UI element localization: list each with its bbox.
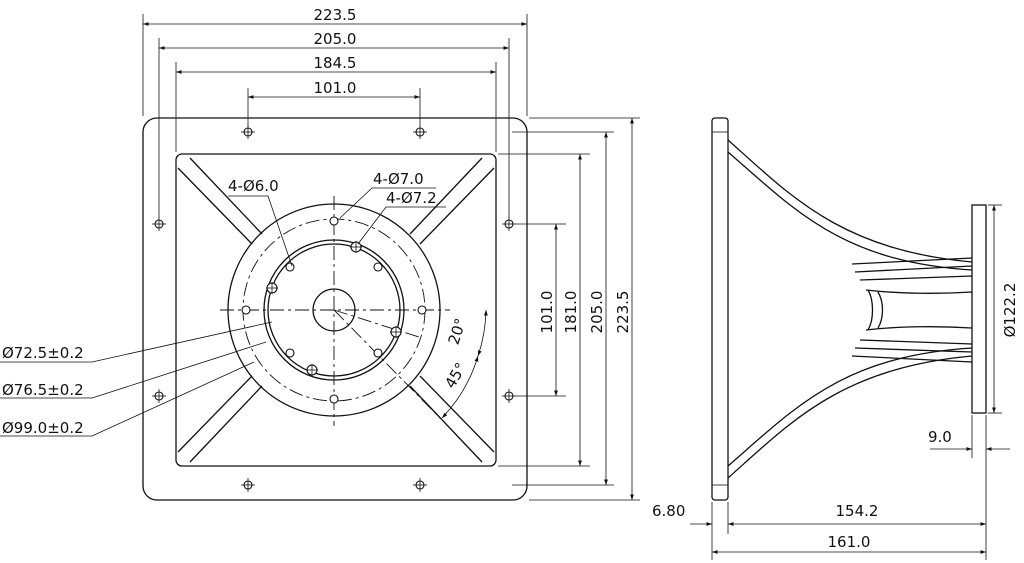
- plate-thickness-lines: [690, 502, 729, 560]
- flange-thickness-lines: [930, 415, 1010, 458]
- plate-thickness-label: 6.80: [652, 502, 685, 520]
- outer-plate: [142, 117, 528, 501]
- flange-thickness-label: 9.0: [928, 428, 952, 446]
- right-dim-3: 205.0: [588, 291, 606, 334]
- right-dim-4: 223.5: [614, 291, 632, 334]
- horn-flare: [727, 139, 973, 479]
- inner-recess: [175, 153, 497, 467]
- flange-dim-lines: [988, 204, 1002, 414]
- flange-holes: [241, 216, 427, 404]
- angle-arc-20: [477, 309, 488, 357]
- angle-arc-45: [441, 355, 479, 419]
- angle-label-20: 20°: [445, 316, 470, 347]
- top-dim-1: 223.5: [314, 6, 357, 24]
- circle-callout-990: Ø99.0±0.2: [2, 419, 84, 437]
- circle-callout-leaders: [0, 321, 273, 437]
- hole-callout-72: 4-Ø7.2: [386, 189, 437, 207]
- diagonal-ribs: [177, 157, 495, 463]
- hole-callout-leaders: [228, 187, 446, 267]
- circle-callout-765: Ø76.5±0.2: [2, 381, 84, 399]
- hole-callout-6: 4-Ø6.0: [228, 177, 279, 195]
- body-length-label: 154.2: [836, 502, 879, 520]
- right-dim-2: 181.0: [562, 291, 580, 334]
- rear-flange: [971, 204, 987, 414]
- front-view: 223.5 205.0 184.5 101.0 101.0 181.0 205.…: [0, 6, 640, 501]
- top-dim-2: 205.0: [314, 30, 357, 48]
- side-view: Ø122.2 9.0 6.80 154.2 161.0: [652, 117, 1019, 560]
- flange-diameter-label: Ø122.2: [1001, 283, 1019, 338]
- angle-label-45: 45°: [441, 359, 470, 391]
- total-length-label: 161.0: [828, 533, 871, 551]
- plate-holes: [152, 125, 516, 492]
- horn-ribs: [851, 257, 973, 363]
- hole-callout-7: 4-Ø7.0: [373, 170, 424, 188]
- top-dimension-lines: [142, 14, 528, 218]
- right-dimension-lines: [498, 117, 640, 501]
- top-dim-3: 184.5: [314, 54, 357, 72]
- circle-callout-725: Ø72.5±0.2: [2, 344, 84, 362]
- right-dim-1: 101.0: [538, 291, 556, 334]
- center-lines: [220, 196, 450, 426]
- length-dim-lines: [712, 458, 987, 560]
- top-dim-4: 101.0: [314, 79, 357, 97]
- side-plate: [711, 117, 729, 501]
